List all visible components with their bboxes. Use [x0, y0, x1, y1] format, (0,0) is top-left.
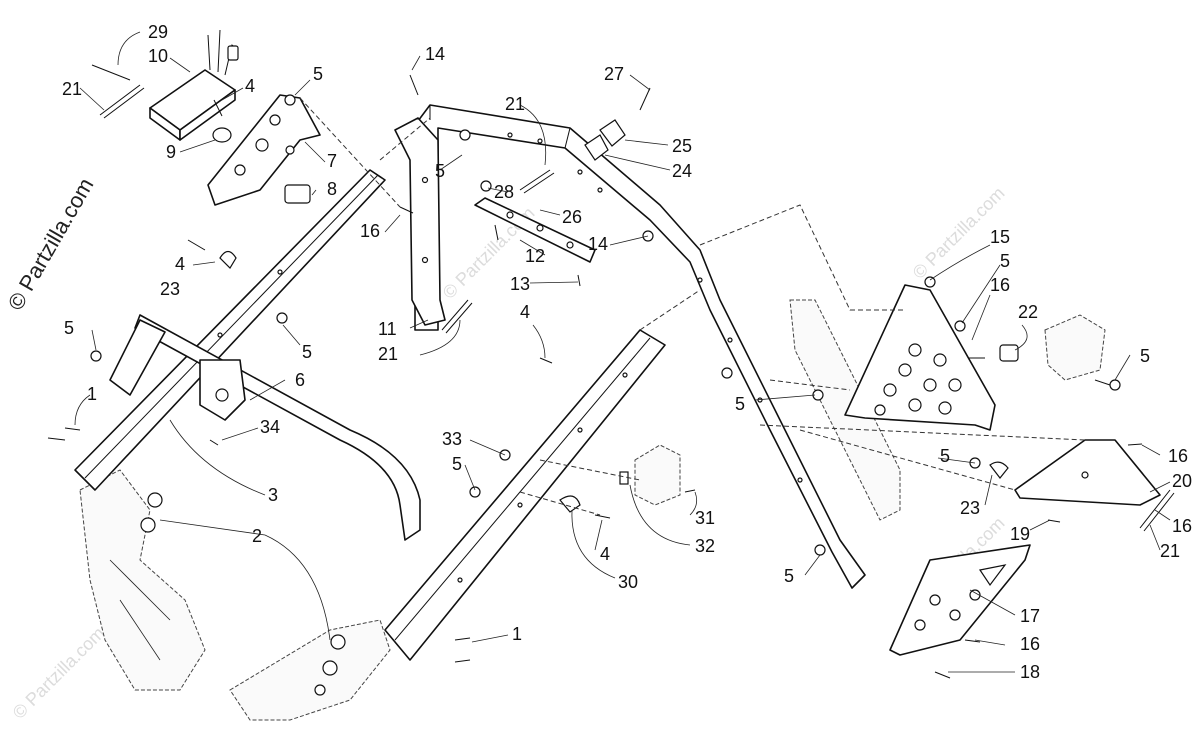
callout-label: 9	[166, 142, 176, 162]
callout-label: 18	[1020, 662, 1040, 682]
callout-label: 1	[512, 624, 522, 644]
callout-label: 5	[735, 394, 745, 414]
callout-label: 14	[425, 44, 445, 64]
callout-label: 7	[327, 151, 337, 171]
callout-label: 27	[604, 64, 624, 84]
mounting-strip	[474, 197, 596, 263]
callout-label: 22	[1018, 302, 1038, 322]
leader-lines	[74, 31, 1171, 673]
callout-label: 16	[990, 275, 1010, 295]
callout-label: 34	[260, 417, 280, 437]
callout-label: 4	[520, 302, 530, 322]
callout-label: 32	[695, 536, 715, 556]
callout-label: 21	[62, 79, 82, 99]
support-leg	[394, 117, 446, 326]
callout-label: 13	[510, 274, 530, 294]
callout-label: 4	[245, 76, 255, 96]
callout-label: 4	[175, 254, 185, 274]
callout-label: 20	[1172, 471, 1192, 491]
guide-lines	[299, 97, 1086, 516]
frame-section-left	[79, 469, 391, 721]
callout-label: 10	[148, 46, 168, 66]
callout-label: 29	[148, 22, 168, 42]
callout-label: 31	[695, 508, 715, 528]
callout-label: 11	[378, 319, 397, 339]
support-channel	[384, 329, 666, 661]
frame-section-right	[789, 299, 901, 521]
callout-label: 16	[1020, 634, 1040, 654]
callout-label: 5	[435, 161, 445, 181]
bolts	[47, 64, 1143, 679]
callout-label: 2	[252, 526, 262, 546]
callout-label: 17	[1020, 606, 1040, 626]
callout-label: 3	[268, 485, 278, 505]
callout-label: 5	[1140, 346, 1150, 366]
callout-label: 19	[1010, 524, 1030, 544]
callout-label: 5	[452, 454, 462, 474]
callout-label: 26	[562, 207, 582, 227]
callout-label: 21	[1160, 541, 1180, 561]
callout-label: 16	[1172, 516, 1192, 536]
control-module	[149, 29, 239, 141]
callout-label: 15	[990, 227, 1010, 247]
callout-label: 21	[378, 344, 398, 364]
callout-label: 8	[327, 179, 337, 199]
callout-label: 21	[505, 94, 525, 114]
callout-label: 30	[618, 572, 638, 592]
callout-label: 5	[302, 342, 312, 362]
callout-label: 5	[1000, 251, 1010, 271]
mounting-plate	[207, 94, 321, 206]
callout-label: 5	[313, 64, 323, 84]
callout-label: 16	[1168, 446, 1188, 466]
callout-label: 12	[525, 246, 545, 266]
callout-label: 23	[960, 498, 980, 518]
skid-plate-upper	[844, 284, 996, 431]
callout-labels: 29 10 21 4 5 9 7 8 14 16 4 23 5 5 6 1 34…	[62, 22, 1192, 682]
hardware	[90, 94, 1121, 676]
tie-straps	[99, 84, 1175, 532]
callout-label: 5	[784, 566, 794, 586]
grommet	[212, 127, 232, 143]
watermark: © Partzilla.com	[9, 623, 109, 723]
callout-label: 24	[672, 161, 692, 181]
solenoid-ghost	[634, 444, 681, 506]
callout-label: 16	[360, 221, 380, 241]
callout-label: 6	[295, 370, 305, 390]
switch-ghost	[1044, 314, 1106, 381]
relay	[284, 184, 311, 204]
callout-label: 23	[160, 279, 180, 299]
callout-label: 14	[588, 234, 608, 254]
upper-rail	[74, 169, 386, 491]
callout-label: 5	[940, 446, 950, 466]
callout-label: 28	[494, 182, 514, 202]
callout-label: 5	[64, 318, 74, 338]
crossbar-tube	[109, 314, 421, 541]
callout-label: 4	[600, 544, 610, 564]
skid-plate-lower	[889, 544, 1031, 656]
switch	[584, 119, 626, 161]
callout-label: 25	[672, 136, 692, 156]
brand-watermark: © Partzilla.com	[3, 174, 99, 315]
callout-label: 1	[87, 384, 97, 404]
isolator	[999, 344, 1019, 362]
callout-label: 33	[442, 429, 462, 449]
